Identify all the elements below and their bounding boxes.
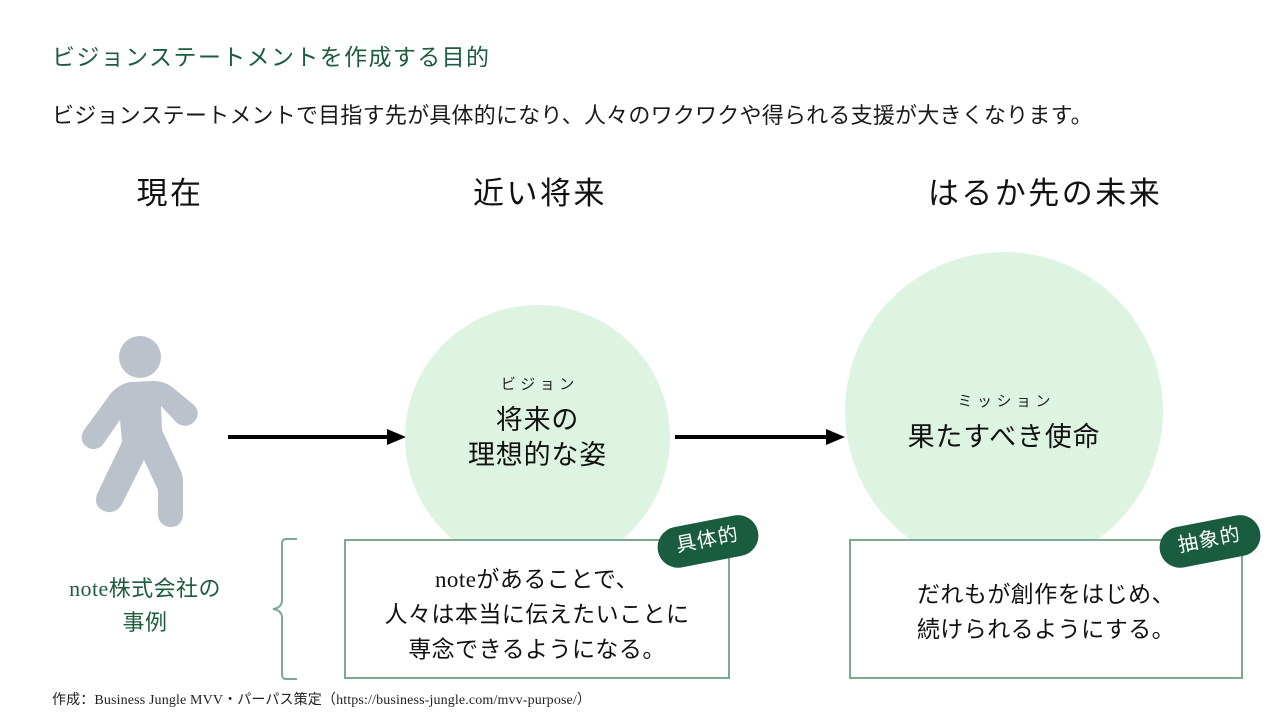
vision-statement-box: noteがあることで、 人々は本当に伝えたいことに 専念できるようになる。 <box>344 539 730 679</box>
status-badge-abstract: 抽象的 <box>1156 511 1264 572</box>
mission-statement-text: だれもが創作をはじめ、 続けられるようにする。 <box>851 578 1241 648</box>
vision-main-text: 将来の 理想的な姿 <box>405 403 670 472</box>
mission-circle-content: ミッション 果たすべき使命 <box>845 390 1163 455</box>
stage-heading-far-future: はるか先の未来 <box>927 176 1163 211</box>
vision-statement-line-1: noteがあることで、 <box>434 567 640 592</box>
source-credit: 作成：Business Jungle MVV・パーパス策定（https://bu… <box>52 693 592 708</box>
page-title: ビジョンステートメントを作成する目的 <box>52 45 491 70</box>
right-arrow-icon-1 <box>228 426 406 448</box>
example-label-line-2: 事例 <box>122 610 168 636</box>
arrow-head <box>387 429 406 445</box>
arrow-shaft <box>228 435 388 439</box>
vision-statement-line-3: 専念できるようになる。 <box>408 636 666 662</box>
mission-main-line-1: 果たすべき使命 <box>907 422 1101 452</box>
status-badge-concrete: 具体的 <box>654 511 762 572</box>
vision-circle <box>405 305 670 570</box>
example-label: note株式会社の 事例 <box>30 572 260 640</box>
vision-statement-text: noteがあることで、 人々は本当に伝えたいことに 専念できるようになる。 <box>346 563 728 668</box>
vision-circle-content: ビジョン 将来の 理想的な姿 <box>405 373 670 472</box>
vision-kicker: ビジョン <box>500 377 579 393</box>
walking-person-icon <box>81 336 198 527</box>
vision-main-line-1: 将来の <box>495 405 580 435</box>
stage-heading-now: 現在 <box>136 176 204 211</box>
vision-main-line-2: 理想的な姿 <box>467 439 608 470</box>
mission-statement-line-1: だれもが創作をはじめ、 <box>916 582 1176 607</box>
right-arrow-icon-2 <box>675 426 845 448</box>
mission-kicker: ミッション <box>957 394 1055 410</box>
mission-statement-line-2: 続けられるようにする。 <box>916 616 1176 642</box>
example-label-line-1: note株式会社の <box>69 576 221 601</box>
arrow-shaft <box>675 435 827 439</box>
mission-circle <box>845 252 1163 570</box>
arrow-head <box>826 429 845 445</box>
stage-heading-near-future: 近い将来 <box>473 176 607 211</box>
page-subtitle: ビジョンステートメントで目指す先が具体的になり、人々のワクワクや得られる支援が大… <box>52 103 1093 128</box>
left-curly-brace-icon <box>272 538 297 680</box>
mission-main-text: 果たすべき使命 <box>845 420 1163 455</box>
vision-statement-line-2: 人々は本当に伝えたいことに <box>384 601 690 627</box>
